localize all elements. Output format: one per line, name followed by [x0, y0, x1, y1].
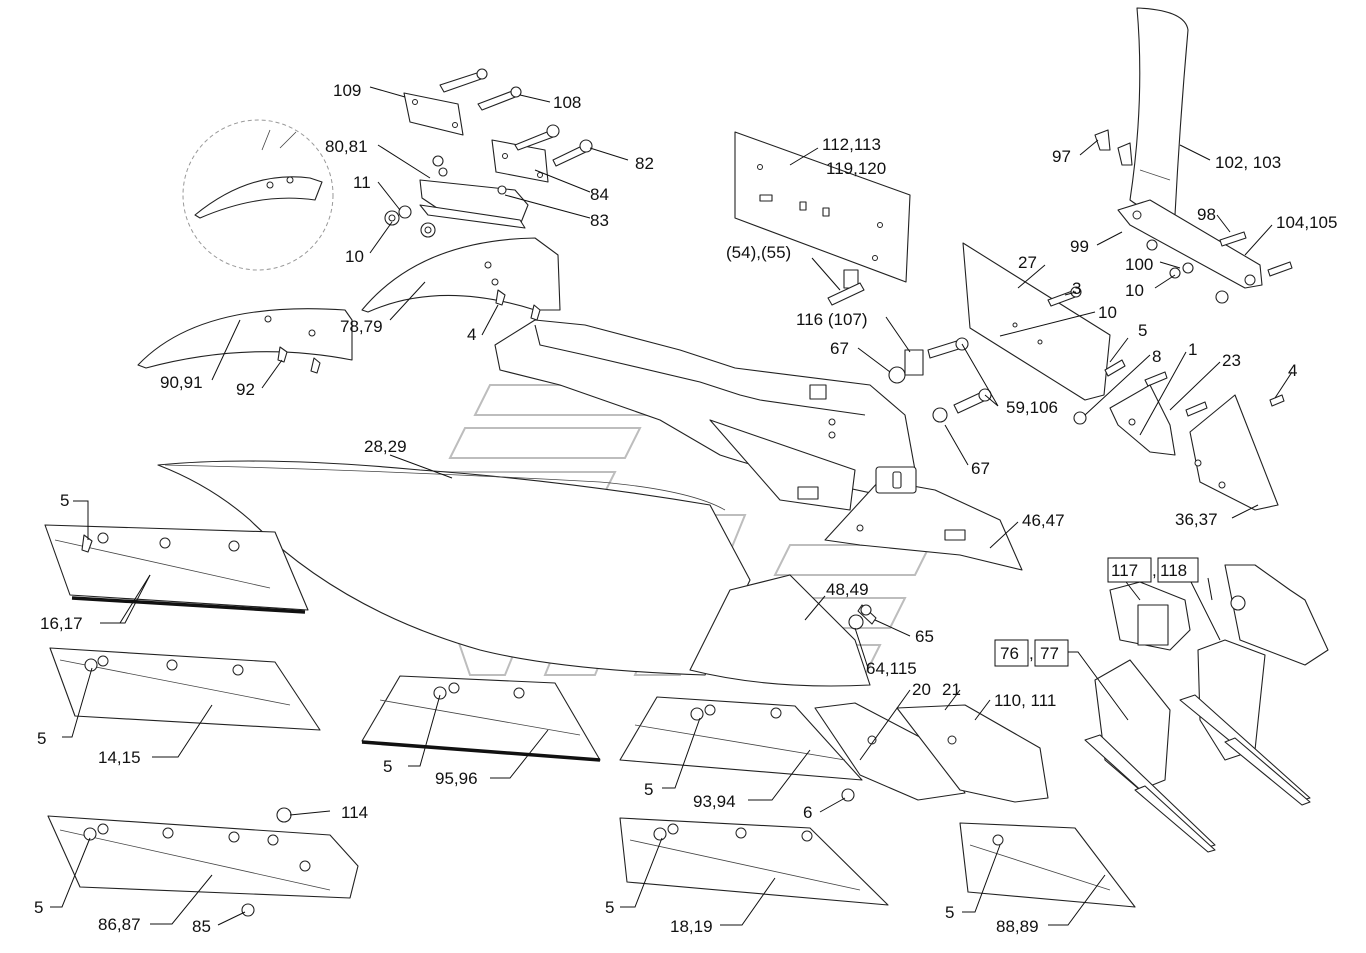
- label-5-d: 5: [644, 780, 653, 799]
- label-box-76: [994, 639, 1029, 667]
- label-78-79: 78,79: [340, 317, 383, 336]
- label-86-87: 86,87: [98, 915, 141, 934]
- label-16-17: 16,17: [40, 614, 83, 633]
- share-14: [49, 647, 321, 731]
- landside-plate: [962, 242, 1285, 511]
- label-6: 6: [803, 803, 812, 822]
- share-95: [361, 675, 601, 762]
- label-5-a: 5: [60, 491, 69, 510]
- share-86: [47, 807, 359, 917]
- label-10-right: 10: [1125, 281, 1144, 300]
- label-11: 11: [353, 173, 371, 192]
- label-104-105: 104,105: [1276, 213, 1337, 232]
- label-18-19: 18,19: [670, 917, 713, 936]
- curved-shares: [137, 237, 561, 374]
- label-5-b: 5: [37, 729, 46, 748]
- label-102-103: 102, 103: [1215, 153, 1281, 172]
- share-16: [44, 524, 309, 614]
- label-5-g: 5: [945, 903, 954, 922]
- label-108: 108: [553, 93, 581, 112]
- label-118: 118: [1160, 561, 1187, 580]
- label-46-47: 46,47: [1022, 511, 1065, 530]
- label-10-center: 10: [1098, 303, 1117, 322]
- label-5-e: 5: [34, 898, 43, 917]
- label-28-29: 28,29: [364, 437, 407, 456]
- label-76: 76: [1000, 644, 1019, 663]
- label-1: 1: [1188, 340, 1197, 359]
- label-20: 20: [912, 680, 931, 699]
- label-box-117: [1107, 557, 1152, 583]
- share-93: [619, 696, 863, 781]
- part-labels: 109 108 80,81 82 84 83 11 10 78,79 4 90,…: [34, 81, 1337, 936]
- label-64-115: 64,115: [866, 659, 917, 678]
- label-88-89: 88,89: [996, 917, 1039, 936]
- label-85: 85: [192, 917, 211, 936]
- label-93-94: 93,94: [693, 792, 736, 811]
- label-100: 100: [1125, 255, 1153, 274]
- label-98: 98: [1197, 205, 1216, 224]
- label-84: 84: [590, 185, 609, 204]
- label-65: 65: [915, 627, 934, 646]
- label-3: 3: [1072, 279, 1081, 298]
- label-114: 114: [341, 803, 368, 822]
- label-27: 27: [1018, 253, 1037, 272]
- label-97: 97: [1052, 147, 1071, 166]
- label-95-96: 95,96: [435, 769, 478, 788]
- label-80-81: 80,81: [325, 137, 368, 156]
- label-67-lower: 67: [971, 459, 990, 478]
- label-21: 21: [942, 680, 961, 699]
- share-88: [959, 822, 1136, 908]
- label-5-c: 5: [383, 757, 392, 776]
- label-48-49: 48,49: [826, 580, 869, 599]
- label-14-15: 14,15: [98, 748, 141, 767]
- detail-magnifier: [182, 119, 334, 271]
- label-23: 23: [1222, 351, 1241, 370]
- tine-assemblies: [1084, 564, 1329, 853]
- leader-lines: [50, 86, 1293, 926]
- share-points: [814, 702, 1049, 803]
- label-box-118: [1157, 557, 1199, 583]
- plough-body: [157, 319, 1023, 687]
- label-8: 8: [1152, 347, 1161, 366]
- label-59-106: 59,106: [1006, 398, 1058, 417]
- plate-112: [734, 131, 911, 306]
- label-5-f: 5: [605, 898, 614, 917]
- label-4: 4: [467, 325, 476, 344]
- label-119-120: 119,120: [826, 159, 886, 178]
- svg-text:,: ,: [1029, 644, 1034, 663]
- label-36-37: 36,37: [1175, 510, 1218, 529]
- share-18: [619, 817, 889, 906]
- label-116-107: 116 (107): [796, 310, 868, 329]
- label-5-right: 5: [1138, 321, 1147, 340]
- label-82: 82: [635, 154, 654, 173]
- label-10: 10: [345, 247, 364, 266]
- upper-bracket-parts: [384, 68, 593, 238]
- label-110-111: 110, 111: [994, 691, 1056, 710]
- label-117: 117: [1111, 561, 1138, 580]
- label-112-113: 112,113: [822, 135, 881, 154]
- label-83: 83: [590, 211, 609, 230]
- svg-text:,: ,: [1152, 561, 1157, 580]
- label-90-91: 90,91: [160, 373, 203, 392]
- label-box-77: [1034, 639, 1069, 667]
- upper-right-blade: [1094, 7, 1293, 304]
- label-99: 99: [1070, 237, 1089, 256]
- label-67: 67: [830, 339, 849, 358]
- label-109: 109: [333, 81, 361, 100]
- label-77: 77: [1040, 644, 1059, 663]
- label-92: 92: [236, 380, 255, 399]
- label-4-right: 4: [1288, 361, 1297, 380]
- label-54-55: (54),(55): [726, 243, 791, 262]
